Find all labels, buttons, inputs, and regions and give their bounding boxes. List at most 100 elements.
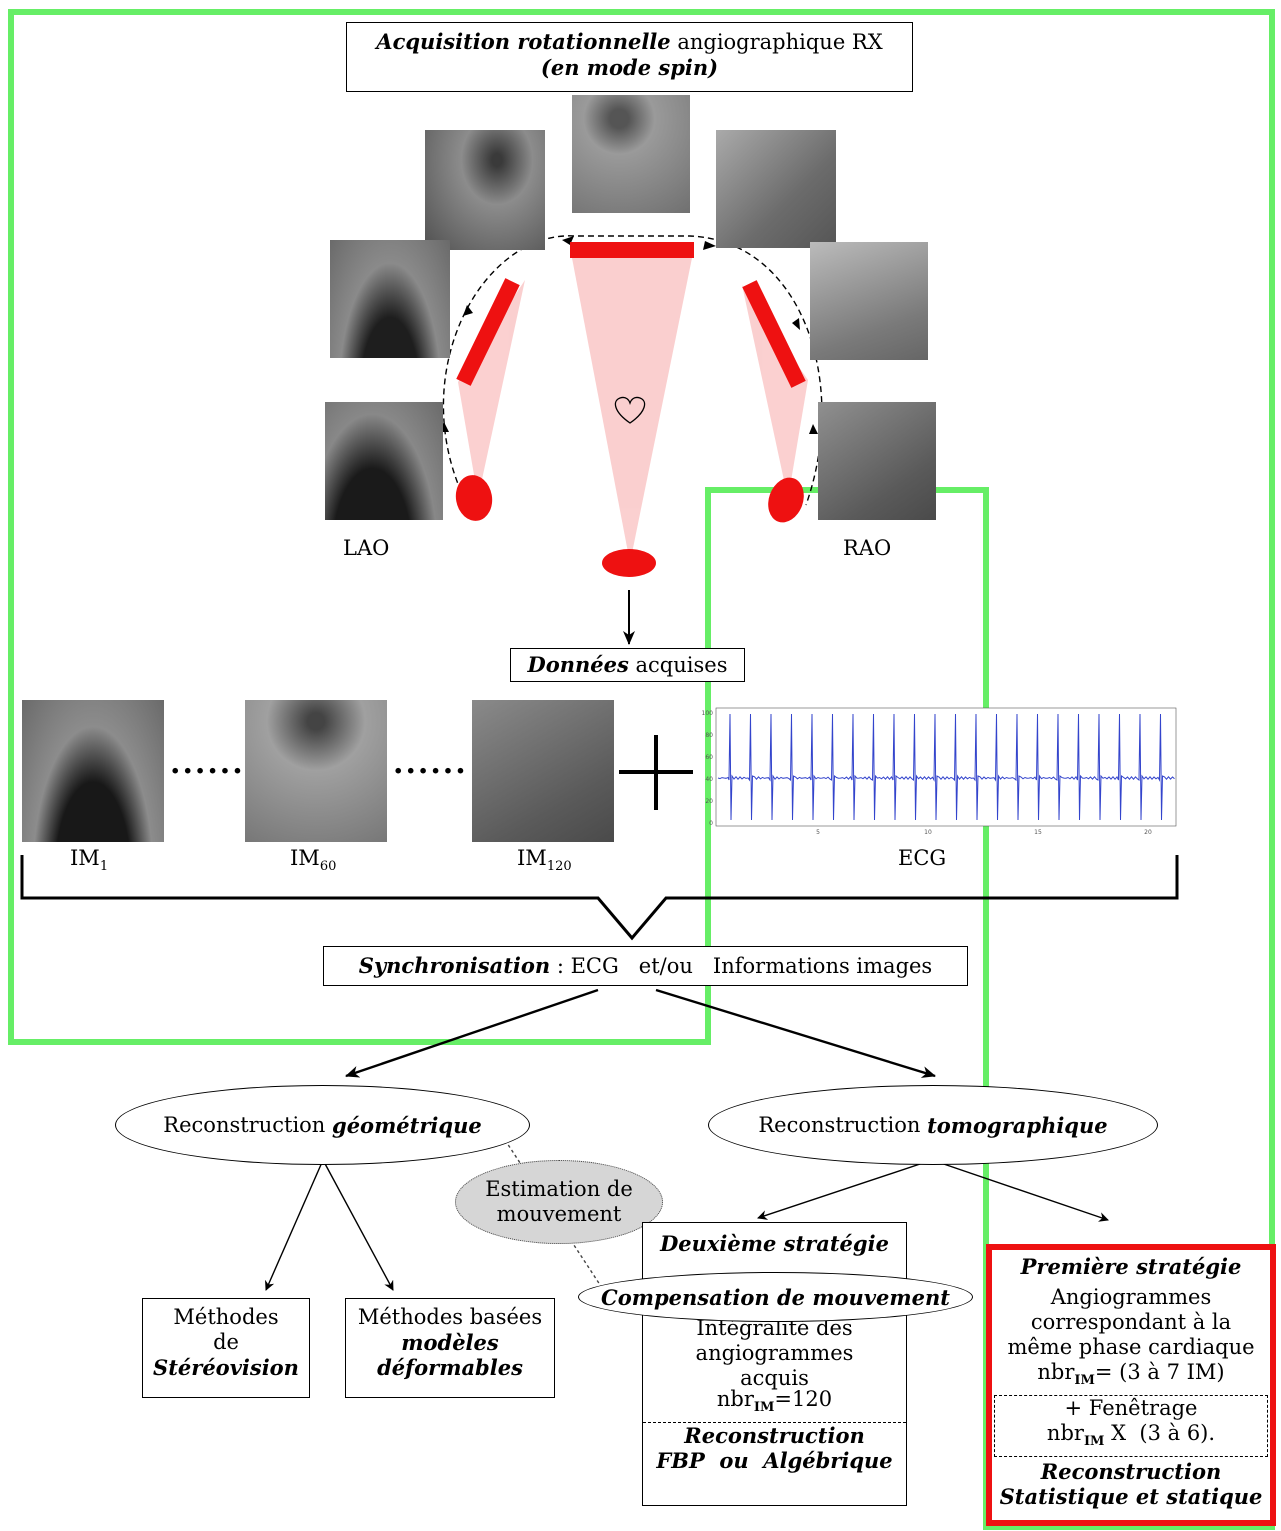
ecg-y-tick: 20	[705, 798, 713, 805]
ecg-x-tick: 20	[1144, 829, 1152, 836]
rotation-arc	[442, 235, 823, 511]
geo-prefix: Reconstruction	[163, 1112, 333, 1137]
im1-base: IM	[70, 846, 100, 870]
first-nbr: nbrIM= (3 à 7 IM)	[992, 1360, 1270, 1393]
second-strategy-box: Deuxième stratégie Intégralité des angio…	[642, 1222, 907, 1506]
motion-estimation-ellipse: Estimation de mouvement	[455, 1160, 663, 1244]
second-nbr-sub: IM	[753, 1400, 775, 1416]
second-nbr-base: nbr	[716, 1387, 754, 1411]
first-nbr-base: nbr	[1037, 1360, 1075, 1384]
sync-bold: Synchronisation	[358, 953, 551, 978]
first-window2: nbrIM X (3 à 6).	[995, 1421, 1267, 1454]
xray-beams	[458, 258, 808, 563]
grouping-bracket	[20, 855, 1179, 941]
geometric-reconstruction-ellipse: Reconstruction géométrique	[115, 1085, 530, 1165]
second-line2: angiogrammes	[695, 1341, 854, 1365]
motion-compensation-label: Compensation de mouvement	[601, 1284, 950, 1310]
first-window1: + Fenêtrage	[1064, 1396, 1198, 1421]
first-nbr-sub: IM	[1074, 1373, 1095, 1389]
angiogram-thumb-mid-right	[810, 242, 928, 360]
im120-label: IM120	[517, 846, 572, 874]
tomo-bold: tomographique	[927, 1112, 1108, 1138]
second-nbr: nbrIM=120	[643, 1387, 906, 1420]
second-recon1: Reconstruction	[684, 1423, 865, 1449]
im1-label: IM1	[70, 846, 108, 874]
im60-base: IM	[290, 846, 320, 870]
source-right	[768, 477, 804, 523]
motion-compensation-ellipse: Compensation de mouvement	[578, 1272, 973, 1322]
first-strategy-title: Première stratégie	[1020, 1254, 1242, 1279]
acquisition-title-bold: Acquisition rotationnelle	[376, 29, 671, 54]
first-recon2: Statistique et statique	[999, 1484, 1263, 1510]
im60-label: IM60	[290, 846, 336, 874]
ecg-y-tick: 60	[705, 754, 713, 761]
deform-line3: déformables	[377, 1355, 523, 1380]
angiogram-thumb-upper-left	[425, 130, 545, 250]
angiogram-thumb-lower-right	[818, 402, 936, 520]
im1-sub: 1	[99, 859, 109, 875]
angiogram-im120	[472, 700, 614, 842]
source-bottom	[602, 549, 656, 577]
second-recon2: FBP ou Algébrique	[656, 1448, 893, 1474]
second-strategy-title: Deuxième stratégie	[660, 1231, 889, 1256]
first-window2-sub: IM	[1083, 1434, 1105, 1450]
deform-line2: modèles	[401, 1330, 499, 1355]
geo-bold: géométrique	[332, 1112, 482, 1138]
sequence-dots-1: ......	[170, 746, 245, 781]
ecg-trace	[717, 713, 1175, 821]
ecg-y-tick: 100	[702, 710, 714, 717]
im120-base: IM	[517, 846, 547, 870]
acquisition-title-box: Acquisition rotationnelle angiographique…	[346, 22, 913, 92]
plus-sign	[619, 735, 693, 810]
second-nbr-rest: =120	[774, 1387, 833, 1411]
deform-line1: Méthodes basées	[357, 1305, 543, 1329]
ecg-y-tick: 0	[709, 820, 713, 827]
tomo-prefix: Reconstruction	[758, 1112, 928, 1137]
first-nbr-rest: = (3 à 7 IM)	[1094, 1360, 1225, 1384]
second-line3: acquis	[740, 1366, 809, 1390]
acquired-data-box: Données acquises	[510, 648, 745, 682]
acquired-data-rest: acquises	[628, 653, 728, 677]
deformable-models-box: Méthodes basées modèles déformables	[345, 1298, 555, 1398]
ecg-chart: 100 80 60 40 20 0 5 10 15 20	[700, 700, 1180, 840]
source-left	[455, 475, 493, 521]
sequence-dots-2: ......	[393, 746, 468, 781]
detector-left	[456, 278, 520, 386]
sync-rest: : ECG et/ou Informations images	[550, 954, 933, 978]
im120-sub: 120	[546, 859, 572, 875]
stereo-line1: Méthodes	[173, 1305, 279, 1329]
first-line2: correspondant à la	[1030, 1310, 1232, 1334]
first-line3: même phase cardiaque	[1007, 1335, 1255, 1359]
ecg-x-tick: 10	[924, 829, 932, 836]
angiogram-thumb-upper-right	[716, 130, 836, 248]
acquired-data-bold: Données	[527, 652, 629, 677]
angiogram-thumb-mid-left	[330, 240, 450, 358]
acquisition-title-rest: angiographique RX	[670, 30, 883, 54]
ecg-svg: 100 80 60 40 20 0 5 10 15 20	[702, 707, 1177, 836]
lao-label: LAO	[343, 536, 390, 560]
stereovision-methods-box: Méthodes de Stéréovision	[142, 1298, 310, 1398]
first-strategy-box: Première stratégie Angiogrammes correspo…	[986, 1244, 1276, 1526]
acquisition-subtitle: (en mode spin)	[540, 55, 719, 80]
acquisition-region-outline	[8, 9, 1275, 1530]
ecg-y-tick: 80	[705, 732, 713, 739]
first-line1: Angiogrammes	[1050, 1285, 1212, 1309]
tomographic-reconstruction-ellipse: Reconstruction tomographique	[708, 1085, 1158, 1165]
stereo-line2: de	[213, 1330, 239, 1354]
ecg-x-tick: 15	[1034, 829, 1042, 836]
angiogram-im1	[22, 700, 164, 842]
first-window2-rest: X (3 à 6).	[1104, 1421, 1216, 1446]
ecg-x-tick: 5	[816, 829, 820, 836]
motion-line1: Estimation de	[485, 1177, 633, 1201]
angiogram-thumb-lower-left	[325, 402, 443, 520]
detector-right	[742, 280, 806, 388]
angiogram-im60	[245, 700, 387, 842]
first-recon1: Reconstruction	[1040, 1459, 1222, 1485]
synchronisation-box: Synchronisation : ECG et/ou Informations…	[323, 946, 968, 986]
first-window2-base: nbr	[1046, 1421, 1084, 1446]
im60-sub: 60	[319, 859, 337, 875]
detector-top	[570, 242, 694, 258]
ecg-y-tick: 40	[705, 776, 713, 783]
windowing-box: + Fenêtrage nbrIM X (3 à 6).	[994, 1395, 1268, 1458]
